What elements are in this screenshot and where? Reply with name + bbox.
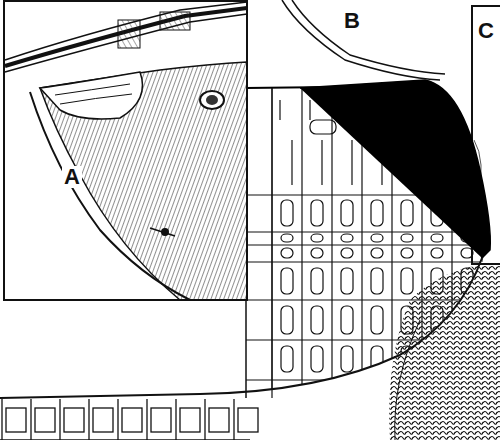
lightening-hole <box>311 268 323 294</box>
lightening-hole <box>341 306 353 334</box>
lightening-hole <box>461 306 473 334</box>
keel-cell <box>209 408 229 432</box>
lightening-hole <box>461 346 473 372</box>
keel-cell <box>64 408 84 432</box>
lightening-hole <box>401 248 413 258</box>
lightening-hole <box>341 268 353 294</box>
lightening-hole <box>431 306 443 334</box>
lightening-hole <box>311 248 323 258</box>
stringer-line <box>246 379 500 380</box>
lightening-hole <box>281 346 293 372</box>
lightening-hole <box>310 120 336 134</box>
keel-cell <box>151 408 171 432</box>
lightening-hole <box>431 234 443 242</box>
keel-floor <box>30 399 31 440</box>
lightening-hole <box>371 268 383 294</box>
keel-cell <box>93 408 113 432</box>
lightening-hole <box>311 200 323 226</box>
keel-cell <box>180 408 200 432</box>
lightening-hole <box>341 234 353 242</box>
stiffener <box>279 100 280 120</box>
frame-line <box>331 88 332 400</box>
lightening-hole <box>281 234 293 242</box>
keel-cell <box>122 408 142 432</box>
lightening-hole <box>371 346 383 372</box>
lightening-hole <box>281 248 293 258</box>
keel-floor <box>204 399 205 440</box>
keel-cell <box>6 408 26 432</box>
keel-cells <box>2 399 258 440</box>
stiffener <box>321 140 322 185</box>
keel-floor <box>1 399 2 440</box>
lightening-hole <box>431 346 443 372</box>
keel-floor <box>59 399 60 440</box>
lightening-hole <box>371 200 383 226</box>
stringer-line <box>246 339 500 340</box>
keel-cell <box>238 408 258 432</box>
stiffener <box>291 140 292 185</box>
lightening-hole <box>281 200 293 226</box>
lightening-hole <box>311 234 323 242</box>
figure-letter: A <box>62 166 82 188</box>
frame-line <box>271 88 272 400</box>
lightening-hole <box>401 268 413 294</box>
stringer-line <box>246 261 500 262</box>
keel-floor <box>117 399 118 440</box>
figure-letter: B <box>342 10 362 32</box>
lightening-hole <box>281 306 293 334</box>
lightening-hole <box>371 234 383 242</box>
keel-floor <box>88 399 89 440</box>
lightening-hole <box>371 306 383 334</box>
lightening-hole <box>401 234 413 242</box>
lightening-hole <box>311 306 323 334</box>
keel-floor <box>146 399 147 440</box>
lightening-hole <box>401 200 413 226</box>
keel-floor <box>175 399 176 440</box>
keel-floor <box>233 399 234 440</box>
stiffener <box>351 140 352 185</box>
lightening-hole <box>341 200 353 226</box>
lightening-hole <box>461 248 473 258</box>
lightening-hole <box>341 346 353 372</box>
frame-line <box>301 88 302 400</box>
lightening-hole <box>341 248 353 258</box>
figure-letter: C <box>476 20 496 42</box>
lightening-hole <box>311 346 323 372</box>
stiffener <box>309 100 310 120</box>
lightening-hole <box>431 248 443 258</box>
stringer-line <box>246 244 500 245</box>
lightening-hole <box>371 248 383 258</box>
lightening-hole <box>281 268 293 294</box>
lightening-hole <box>431 268 443 294</box>
keel-cell <box>35 408 55 432</box>
lightening-hole <box>401 306 413 334</box>
